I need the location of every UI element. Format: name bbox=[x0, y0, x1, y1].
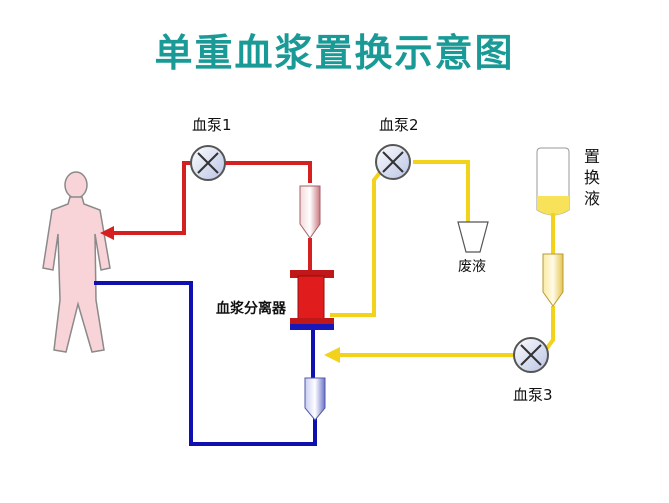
human-torso bbox=[42, 196, 111, 353]
yellow-arrow-head bbox=[324, 347, 340, 363]
yellow-plasma-line bbox=[330, 160, 555, 357]
separator-label: 血浆分离器 bbox=[216, 301, 286, 317]
replacement-fluid-bag bbox=[536, 147, 570, 218]
waste-container bbox=[457, 221, 489, 253]
replacement-fluid-label: 置换液 bbox=[583, 147, 600, 208]
pump-2-label: 血泵2 bbox=[379, 116, 419, 134]
blood-pump-1 bbox=[190, 145, 226, 181]
blue-drip-chamber bbox=[304, 377, 326, 421]
red-drip-chamber bbox=[299, 185, 321, 239]
diagram-title: 单重血浆置换示意图 bbox=[154, 31, 515, 75]
yellow-drip-chamber bbox=[542, 253, 564, 307]
plasma-separator bbox=[290, 270, 334, 330]
pump-1-label: 血泵1 bbox=[192, 116, 232, 134]
pump-3-label: 血泵3 bbox=[513, 386, 553, 404]
human-body-figure bbox=[42, 171, 111, 353]
blood-pump-3 bbox=[513, 337, 549, 373]
blue-blood-line bbox=[94, 281, 317, 446]
waste-label: 废液 bbox=[458, 259, 486, 275]
red-blood-line bbox=[110, 161, 312, 235]
blood-pump-2 bbox=[375, 144, 411, 180]
human-head bbox=[64, 171, 88, 199]
red-arrow-head bbox=[100, 226, 114, 240]
